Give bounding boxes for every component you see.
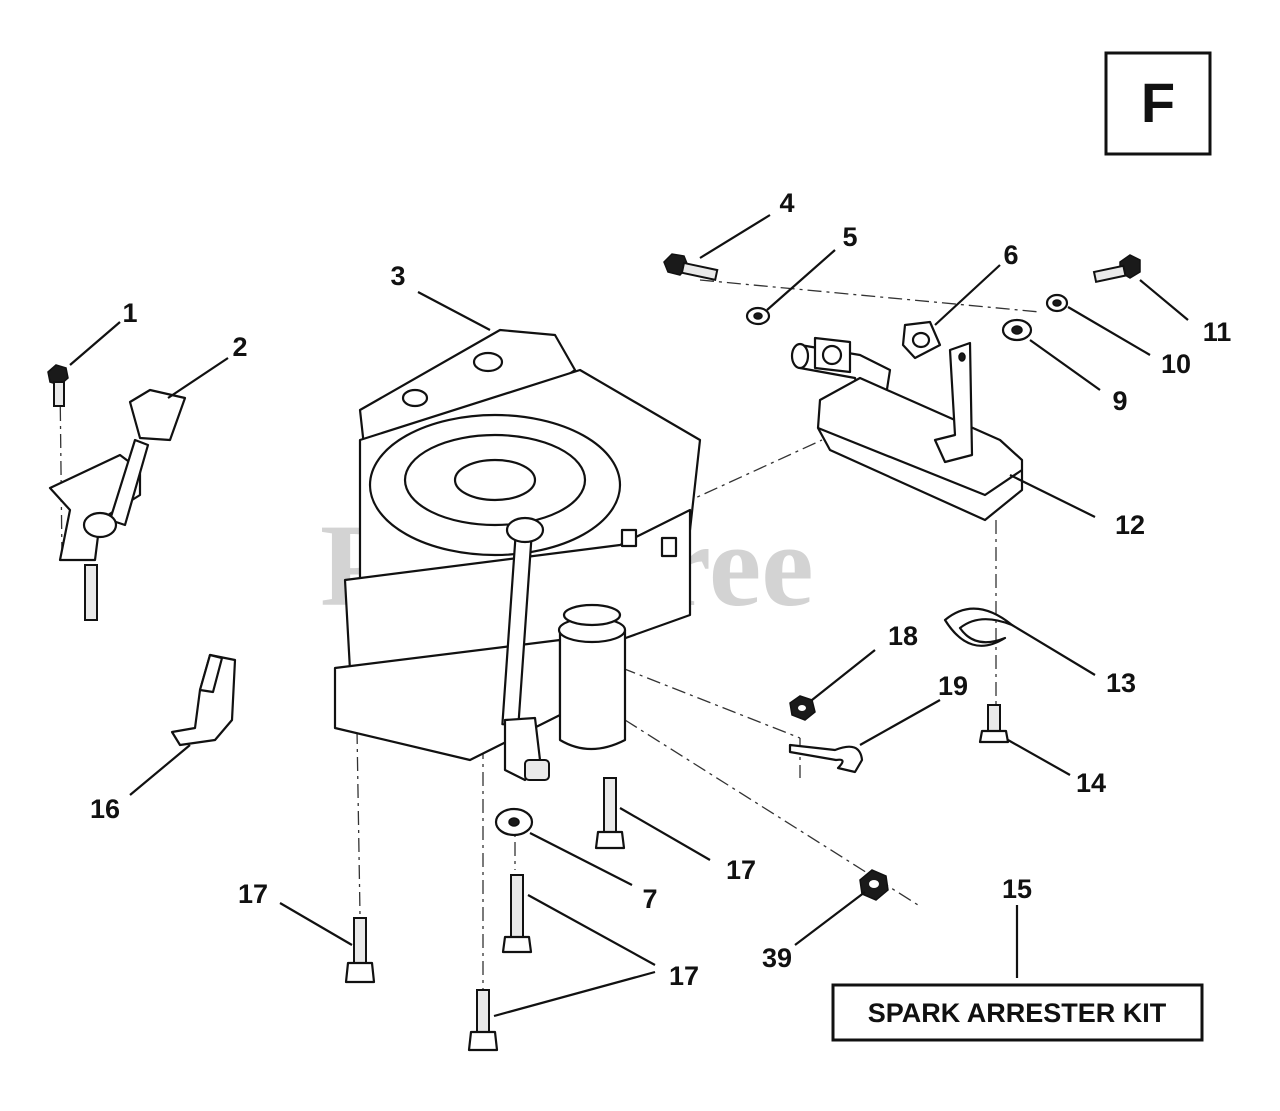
callout-2: 2 <box>232 332 247 362</box>
part-3-engine <box>333 328 702 782</box>
leader-lines <box>69 214 1189 1018</box>
callout-3: 3 <box>390 261 405 291</box>
callout-13: 13 <box>1106 668 1136 698</box>
callout-10: 10 <box>1161 349 1191 379</box>
section-letter: F <box>1141 71 1175 134</box>
callout-17-a: 17 <box>726 855 756 885</box>
part-17-bolt-a <box>594 777 626 850</box>
callout-14: 14 <box>1076 768 1106 798</box>
part-19-clamp <box>788 743 864 774</box>
part-6-gasket <box>901 320 942 360</box>
part-5-washer <box>745 306 771 326</box>
part-9-washer <box>1001 318 1033 342</box>
part-17-bolt-d <box>467 989 499 1052</box>
callout-15: 15 <box>1002 874 1032 904</box>
callout-12: 12 <box>1115 510 1145 540</box>
callout-1: 1 <box>122 298 137 328</box>
spark-arrester-kit-box: SPARK ARRESTER KIT <box>831 983 1204 1042</box>
callout-labels: 1 2 3 4 5 6 11 10 9 12 13 14 18 19 16 17… <box>90 188 1231 991</box>
callout-9: 9 <box>1112 386 1127 416</box>
callout-7: 7 <box>642 884 657 914</box>
part-16-clip <box>170 653 237 747</box>
alignment-lines <box>59 279 1041 1000</box>
part-4-bolt <box>663 253 719 282</box>
callout-19: 19 <box>938 671 968 701</box>
callout-4: 4 <box>779 188 794 218</box>
callout-18: 18 <box>888 621 918 651</box>
part-2-throttle-control <box>48 388 187 621</box>
callout-11: 11 <box>1203 317 1232 347</box>
callout-16: 16 <box>90 794 120 824</box>
callout-6: 6 <box>1003 240 1018 270</box>
section-letter-box: F <box>1104 51 1212 156</box>
callout-17-b: 17 <box>238 879 268 909</box>
part-18-nut <box>789 695 816 721</box>
part-17-bolt-b <box>344 917 376 984</box>
callout-5: 5 <box>842 222 857 252</box>
part-7-star-washer <box>494 807 534 837</box>
part-14-bolt <box>978 704 1010 744</box>
part-17-bolt-c <box>501 874 533 954</box>
part-10-washer <box>1045 293 1069 313</box>
callout-17-c: 17 <box>669 961 699 991</box>
part-1-bolt <box>47 364 69 407</box>
spark-arrester-kit-label: SPARK ARRESTER KIT <box>868 998 1167 1028</box>
part-11-bolt <box>1092 254 1141 283</box>
callout-39: 39 <box>762 943 792 973</box>
part-39-nut <box>859 869 889 901</box>
part-12-muffler <box>816 341 1024 522</box>
part-13-spark-arrester <box>943 607 1014 647</box>
